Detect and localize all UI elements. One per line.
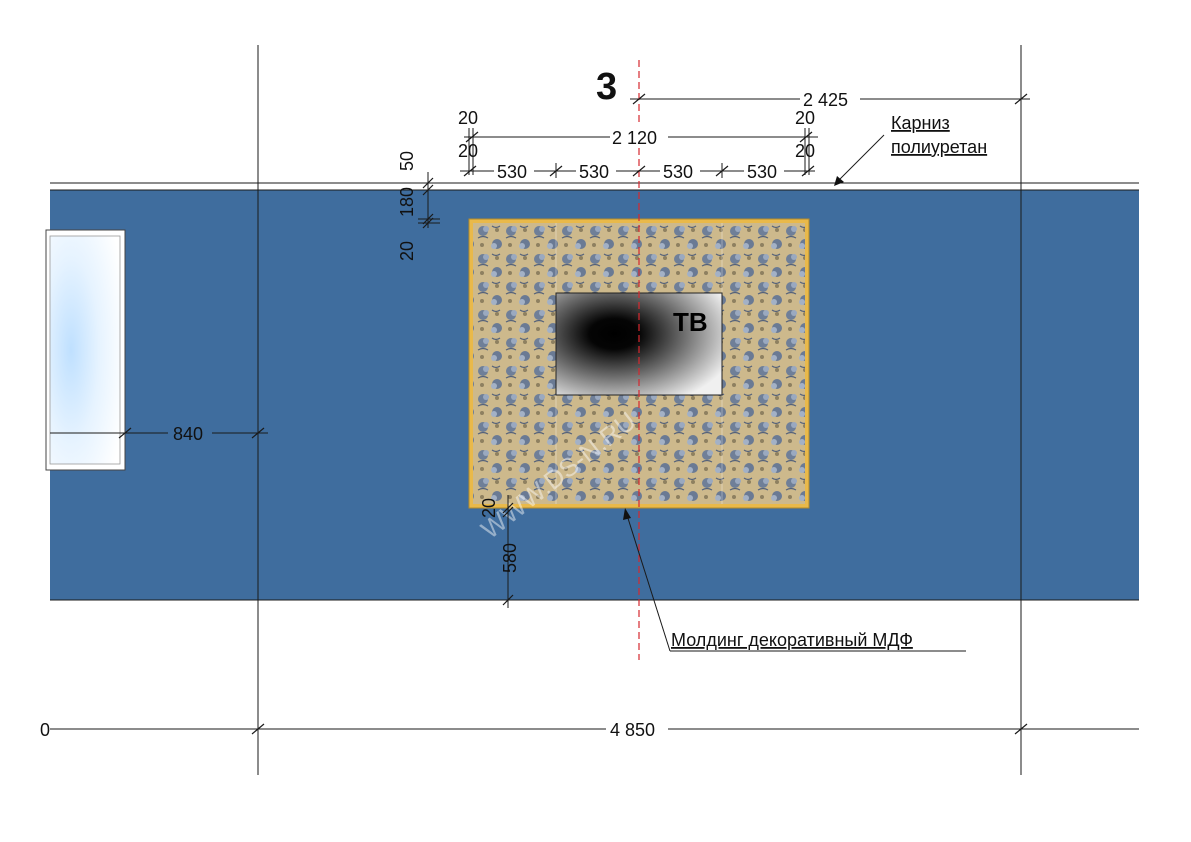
tick-mark xyxy=(502,594,514,606)
molding-leader xyxy=(625,511,671,652)
tick-mark xyxy=(422,177,434,189)
dim-border-top-right: 20 xyxy=(795,108,815,128)
tick-mark xyxy=(502,506,514,518)
tick-mark xyxy=(463,165,477,177)
cornice-arrow xyxy=(834,176,844,186)
note-molding: Молдинг декоративный МДФ xyxy=(671,630,913,650)
tick-mark xyxy=(465,131,479,143)
dim-bg xyxy=(610,126,668,146)
dim-border-bottom-left: 20 xyxy=(458,141,478,161)
tick-mark xyxy=(502,502,514,514)
note-cornice-line1: Карниз xyxy=(891,113,950,133)
dim-window-offset: 840 xyxy=(173,424,203,444)
dim-wall-length: 4 850 xyxy=(610,720,655,740)
dim-bg xyxy=(660,160,700,180)
dim-seg-3: 530 xyxy=(663,162,693,182)
dim-left-clipped: 0 xyxy=(40,720,50,740)
tv-label: ТВ xyxy=(673,307,708,337)
tick-mark xyxy=(118,427,132,439)
dim-panel-width: 2 120 xyxy=(612,128,657,148)
axis-label: 3 xyxy=(596,66,617,108)
dim-v-floor-gap: 580 xyxy=(500,543,520,573)
tv-screen xyxy=(555,292,723,396)
molding-arrow xyxy=(623,508,631,520)
cornice-leader xyxy=(836,134,885,183)
dim-seg-1: 530 xyxy=(497,162,527,182)
tick-mark xyxy=(251,723,265,735)
dim-seg-4: 530 xyxy=(747,162,777,182)
tick-mark xyxy=(801,165,815,177)
dim-bg xyxy=(494,160,534,180)
window-glass xyxy=(49,235,121,465)
dim-v-bottom-frame: 20 xyxy=(479,498,499,518)
dim-bg xyxy=(576,160,616,180)
tick-mark xyxy=(799,131,813,143)
tick-mark xyxy=(632,165,646,177)
dim-v-frame: 20 xyxy=(397,241,417,261)
tick-mark xyxy=(632,93,646,105)
dim-border-bottom-right: 20 xyxy=(795,141,815,161)
dim-seg-2: 530 xyxy=(579,162,609,182)
tick-mark xyxy=(422,184,434,196)
dim-bg xyxy=(744,160,784,180)
dim-border-top-left: 20 xyxy=(458,108,478,128)
tick-mark xyxy=(1014,723,1028,735)
note-cornice-line2: полиуретан xyxy=(891,137,987,157)
dim-right-from-axis: 2 425 xyxy=(803,90,848,110)
dim-v-gap: 180 xyxy=(397,187,417,217)
tick-mark xyxy=(1014,93,1028,105)
dim-bg xyxy=(800,88,860,108)
dim-bg xyxy=(168,422,212,442)
tick-mark xyxy=(251,427,265,439)
dim-v-cornice: 50 xyxy=(397,151,417,171)
dim-bg xyxy=(606,718,668,738)
